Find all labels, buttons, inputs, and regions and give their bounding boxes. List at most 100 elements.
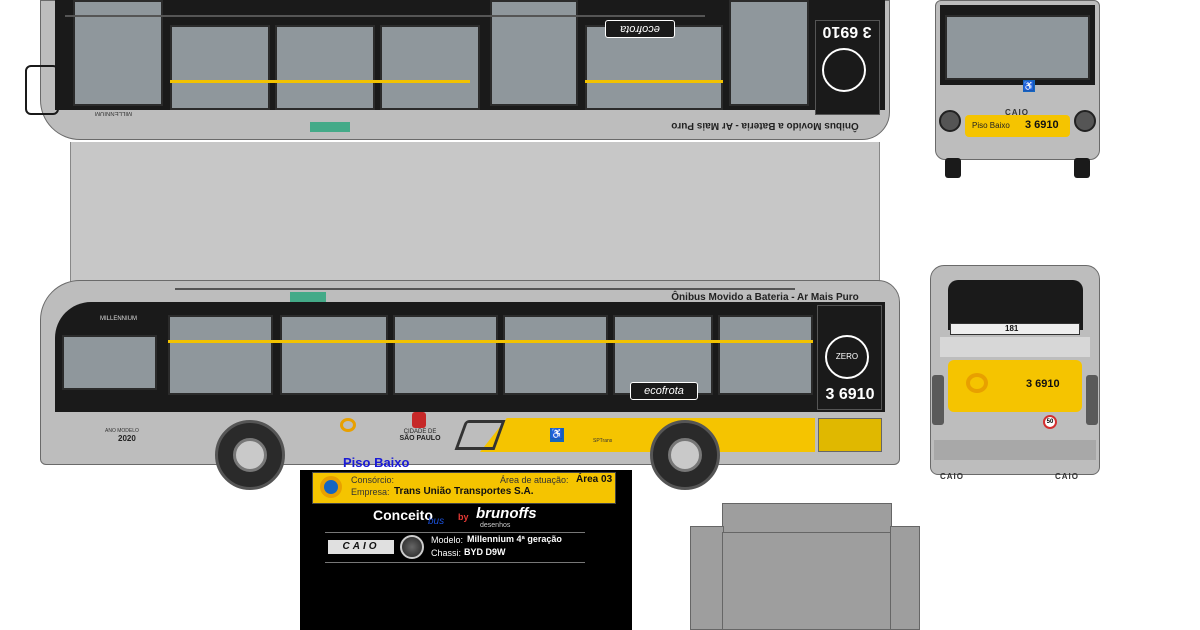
connector-panel [70,142,880,282]
top-fleet-number: 3 6910 [822,23,872,40]
front-tire-left [945,158,961,178]
chassi-label: Chassi: [431,548,462,558]
front-tire-right [1074,158,1090,178]
top-window [73,0,163,106]
front-brand: CAIO [1005,108,1029,117]
rear-view: 181 3 6910 50 CAIO CAIO [930,265,1100,495]
bottom-ecofrota-text: ecofrota [644,385,684,397]
top-window [380,25,480,110]
front-accessibility-icon: ♿ [1023,80,1035,92]
box-panel-right [890,526,920,630]
front-windshield [945,15,1090,80]
consorcio-panel [312,472,616,504]
top-slogan: Ônibus Movido a Bateria - Ar Mais Puro [671,120,859,131]
bottom-yellow-band [480,418,815,452]
box-panel-center [722,532,892,630]
bottom-window [393,315,498,395]
rear-route-panel [950,323,1080,335]
panel-consortium-logo-icon [320,476,342,498]
front-headlight-right-icon [1074,110,1096,132]
sao-paulo-seal-icon [412,412,426,428]
bottom-zero-badge-icon: ZERO [825,335,869,379]
box-panel-left [690,526,724,630]
side-view-bottom: ZERO 3 6910 Ônibus Movido a Bateria - Ar… [40,280,905,490]
bottom-window [718,315,813,395]
roof-panel [722,503,892,533]
bottom-maker-badge: MILLENNIUM [100,316,138,322]
modelo-value: Millennium 4ª geração [467,534,562,544]
consortium-logo-icon [340,418,356,432]
year-value: 2020 [118,434,136,443]
city-line2: SÃO PAULO [399,435,441,442]
author-name: brunoffs [476,505,537,522]
top-window [170,25,270,110]
rear-upper-panel [940,337,1090,357]
top-handrail [170,80,470,83]
chassi-value: BYD D9W [464,547,506,557]
rear-consortium-logo-icon [966,373,988,393]
front-piso-label: Piso Baixo [972,121,1010,130]
top-window [585,25,723,110]
by-word: by [458,512,469,522]
accessibility-icon: ♿ [550,428,564,442]
top-mirror-icon [25,65,59,115]
top-accessibility-icons [310,122,350,132]
side-view-top: 3 6910 ecofrota Ônibus Movido a Bateria … [25,0,895,142]
area-label: Área de atuação: [500,475,569,485]
empresa-label: Empresa: [351,487,390,497]
top-zero-badge-icon [822,48,866,92]
top-ecofrota-badge: ecofrota [605,20,675,38]
bottom-accessibility-icons [290,292,326,302]
top-ecofrota-text: ecofrota [620,23,660,35]
bottom-roof-line [175,288,795,290]
speed-limit-text: 50 [1046,419,1054,425]
bottom-window [503,315,608,395]
divider-line-bottom [325,562,585,563]
divider-line [325,532,585,533]
concept-script: bus [428,516,445,527]
piso-title: Piso Baixo [343,455,410,470]
top-handrail [585,80,723,83]
front-yellow-panel [965,115,1070,137]
consorcio-label: Consórcio: [351,475,395,485]
rear-wheel-hub [668,438,702,472]
caio-logo: CAIO [328,540,394,554]
rear-fleet-number: 3 6910 [1026,378,1060,390]
front-view: ♿ CAIO Piso Baixo 3 6910 [935,0,1100,178]
bottom-window-front [62,335,157,390]
rear-brand-left: CAIO [940,472,964,481]
rear-brand-right: CAIO [1055,472,1079,481]
sptrans-label: SPTrans [593,438,613,444]
rear-window [948,280,1083,330]
bottom-zero-text: ZERO [835,352,859,361]
top-window [275,25,375,110]
front-wheel-hub [233,438,267,472]
concept-word: Conceito [373,507,433,523]
millennium-emblem-icon [400,535,424,559]
bottom-ecofrota-badge: ecofrota [630,382,698,400]
top-roof-line [65,15,705,17]
city-line1: CIDADE DE [403,429,437,435]
year-label: ANO MODELO [105,428,139,434]
top-window [490,0,578,106]
bottom-window [168,315,273,395]
bottom-window [613,315,713,395]
top-window [729,0,809,106]
rear-light-right-icon [1086,375,1098,425]
top-maker-badge: MILLENNIUM [95,110,133,116]
empresa-value: Trans União Transportes S.A. [394,486,534,497]
bottom-slogan: Ônibus Movido a Bateria - Ar Mais Puro [671,292,859,303]
rear-bumper [934,440,1096,460]
front-headlight-left-icon [939,110,961,132]
rear-route-number: 181 [1005,324,1019,333]
rear-light-left-icon [932,375,944,425]
front-fleet-number: 3 6910 [1025,119,1059,131]
area-value: Área 03 [576,474,613,485]
rear-grille [818,418,882,452]
modelo-label: Modelo: [431,535,464,545]
speed-limit-icon: 50 [1043,415,1057,429]
bottom-window [280,315,388,395]
author-sub: desenhos [480,522,511,529]
bottom-handrail [168,340,813,343]
bottom-fleet-number: 3 6910 [825,386,875,403]
